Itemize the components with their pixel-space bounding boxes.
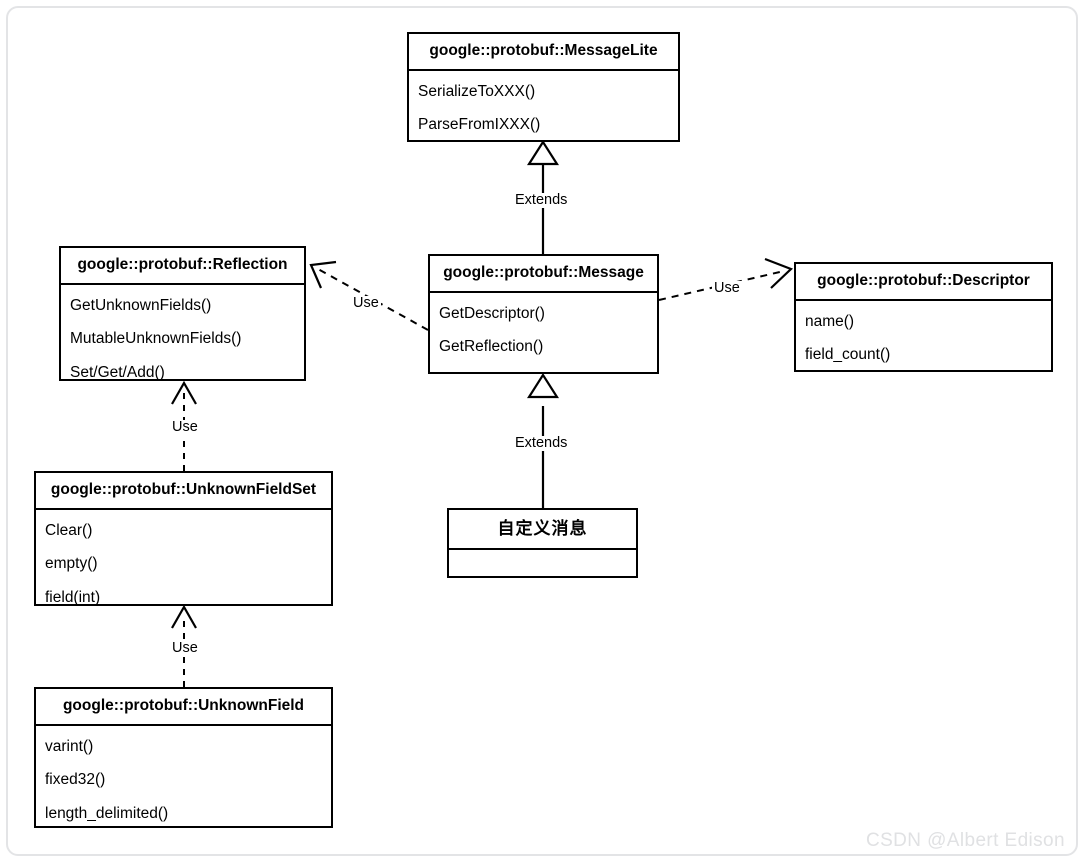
class-box-unknown-field[interactable]: google::protobuf::UnknownField varint() … [34, 687, 333, 828]
class-operation: field(int) [45, 588, 101, 606]
class-operation: MutableUnknownFields() [70, 330, 242, 347]
class-title-unknown-field-set: google::protobuf::UnknownFieldSet [36, 473, 331, 510]
edge-label-use-descriptor: Use [712, 280, 742, 296]
class-operation: empty() [45, 555, 98, 572]
class-operation: varint() [45, 737, 94, 755]
class-operations-unknown-field-set: Clear() empty() field(int) [36, 510, 331, 619]
class-title-reflection: google::protobuf::Reflection [61, 248, 304, 285]
class-title-message-lite: google::protobuf::MessageLite [409, 34, 678, 71]
edge-label-use-reflection: Use [351, 295, 381, 311]
class-operation: GetUnknownFields() [70, 296, 212, 314]
class-title-message: google::protobuf::Message [430, 256, 657, 293]
class-box-message[interactable]: google::protobuf::Message GetDescriptor(… [428, 254, 659, 374]
edge-label-extends-message: Extends [513, 435, 570, 451]
class-title-descriptor: google::protobuf::Descriptor [796, 264, 1051, 301]
class-operations-reflection: GetUnknownFields() MutableUnknownFields(… [61, 285, 304, 394]
edge-label-extends-messagelite: Extends [513, 192, 570, 208]
class-operations-message: GetDescriptor() GetReflection() [430, 293, 657, 368]
class-operation: ParseFromIXXX() [418, 116, 541, 133]
edge-label-use-unknownfieldset: Use [170, 419, 200, 435]
class-operation: name() [805, 312, 855, 330]
class-operations-unknown-field: varint() fixed32() length_delimited() [36, 726, 331, 835]
class-operation: SerializeToXXX() [418, 82, 536, 100]
class-operations-message-lite: SerializeToXXX() ParseFromIXXX() [409, 71, 678, 146]
class-operation: length_delimited() [45, 804, 169, 822]
edge-label-use-unknownfield: Use [170, 640, 200, 656]
class-operation: field_count() [805, 346, 891, 363]
class-box-message-lite[interactable]: google::protobuf::MessageLite SerializeT… [407, 32, 680, 142]
class-operations-custom-message [449, 550, 636, 590]
class-operation: Clear() [45, 521, 93, 539]
class-title-custom-message: 自定义消息 [449, 510, 636, 550]
class-box-unknown-field-set[interactable]: google::protobuf::UnknownFieldSet Clear(… [34, 471, 333, 606]
watermark: CSDN @Albert Edison [865, 830, 1065, 851]
class-box-descriptor[interactable]: google::protobuf::Descriptor name() fiel… [794, 262, 1053, 372]
class-operation: Set/Get/Add() [70, 363, 165, 381]
class-box-reflection[interactable]: google::protobuf::Reflection GetUnknownF… [59, 246, 306, 381]
class-operation: GetReflection() [439, 338, 544, 355]
class-operations-descriptor: name() field_count() [796, 301, 1051, 376]
class-operation: GetDescriptor() [439, 304, 545, 322]
class-box-custom-message[interactable]: 自定义消息 [447, 508, 638, 578]
class-title-unknown-field: google::protobuf::UnknownField [36, 689, 331, 726]
class-operation: fixed32() [45, 771, 106, 788]
